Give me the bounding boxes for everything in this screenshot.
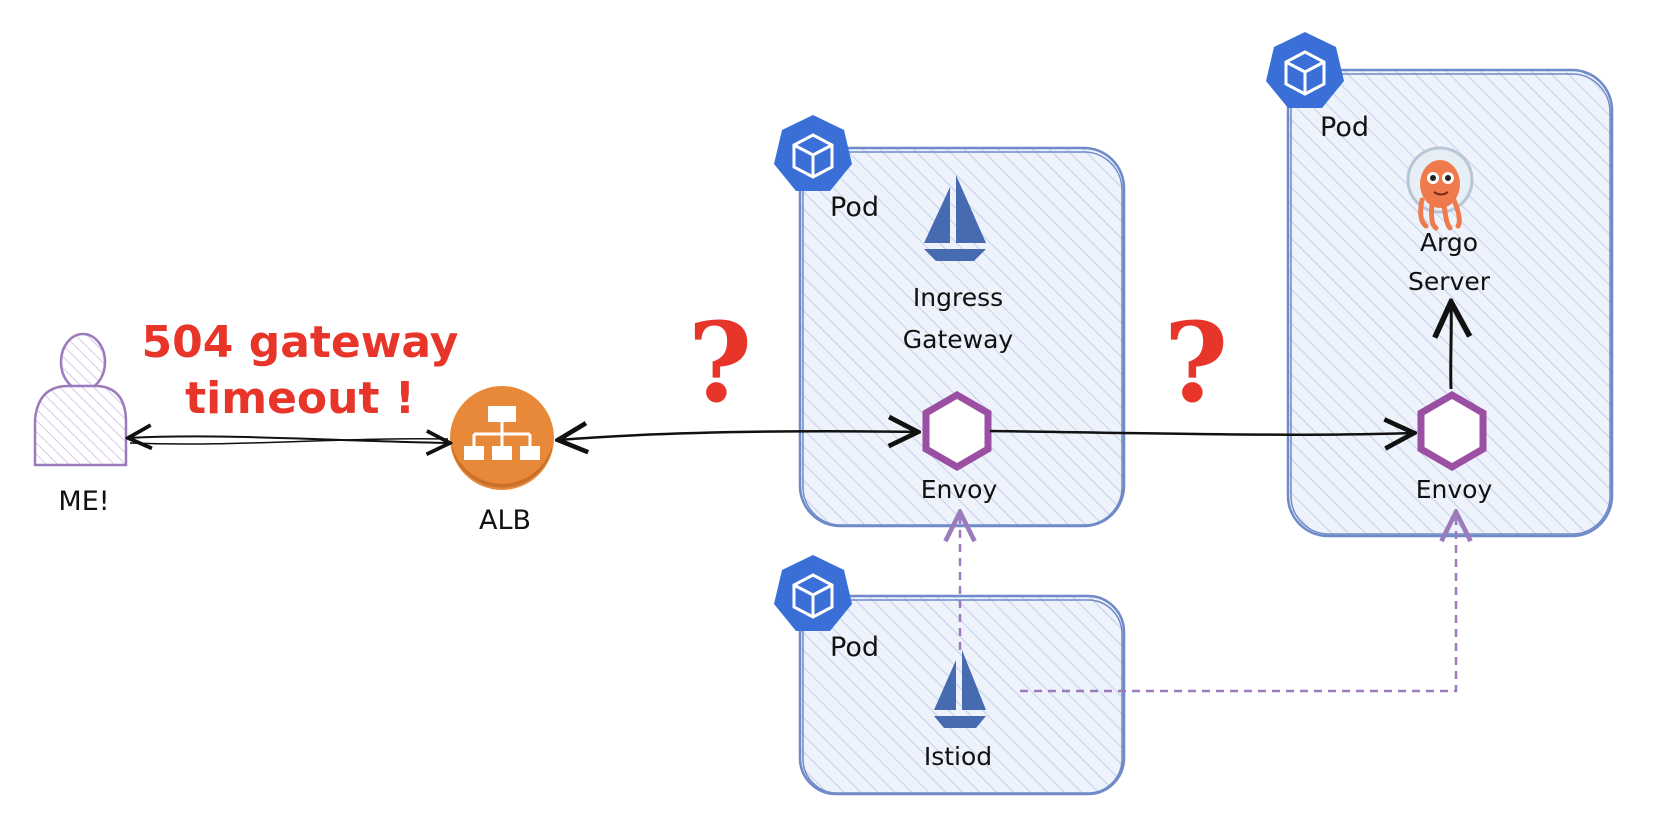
istiod-label: Istiod bbox=[923, 742, 993, 771]
user-label: ME! bbox=[58, 486, 110, 517]
load-balancer-icon bbox=[450, 386, 554, 490]
pod-label: Pod bbox=[830, 632, 879, 663]
envoy-argo-arrow bbox=[1451, 302, 1452, 390]
question-mark-right: ? bbox=[1163, 298, 1229, 427]
error-message: 504 gateway timeout ! bbox=[142, 315, 459, 427]
alb-label: ALB bbox=[478, 505, 532, 536]
argo-server-label-line1: Argo bbox=[1419, 228, 1479, 257]
argo-octopus-icon bbox=[1406, 146, 1474, 231]
ingress-gateway-label-line2: Gateway bbox=[902, 325, 1014, 354]
istio-sail-icon bbox=[934, 650, 986, 728]
question-mark-left: ? bbox=[687, 298, 753, 427]
ingress-argo-arrow bbox=[989, 431, 1414, 435]
envoy-label: Envoy bbox=[1415, 475, 1493, 504]
user-icon bbox=[33, 332, 128, 467]
k8s-pod-icon bbox=[774, 555, 852, 631]
alb-ingress-arrow bbox=[558, 431, 918, 440]
k8s-pod-icon bbox=[1266, 32, 1344, 108]
envoy-label: Envoy bbox=[920, 475, 998, 504]
user-alb-arrow bbox=[128, 436, 450, 444]
envoy-hexagon-icon bbox=[1417, 390, 1487, 472]
error-line-1: 504 gateway bbox=[141, 317, 459, 368]
argo-server-label-line2: Server bbox=[1408, 267, 1490, 296]
pod-label: Pod bbox=[1320, 112, 1369, 143]
ingress-gateway-label-line1: Ingress bbox=[912, 283, 1004, 312]
error-line-2: timeout ! bbox=[185, 373, 415, 424]
k8s-pod-icon bbox=[774, 115, 852, 191]
istiod-argo-config-line bbox=[1020, 512, 1456, 693]
pod-label: Pod bbox=[830, 192, 879, 223]
istio-sail-icon bbox=[924, 175, 986, 261]
envoy-hexagon-icon bbox=[922, 390, 992, 472]
